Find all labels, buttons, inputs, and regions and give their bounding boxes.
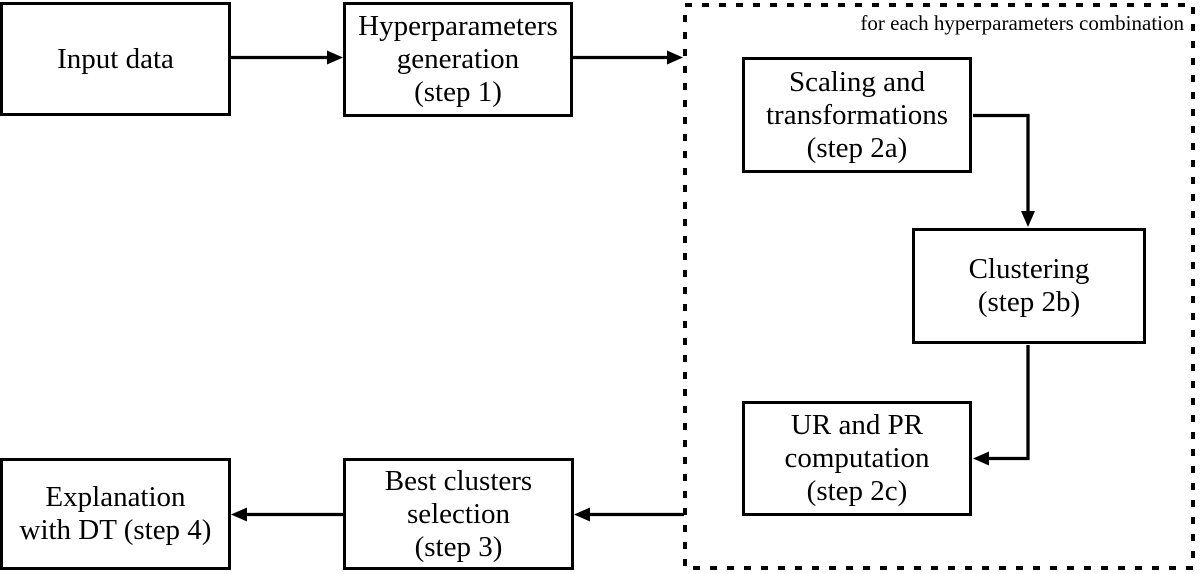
node-step1-line: (step 1) (414, 76, 502, 108)
node-step3-line: selection (406, 497, 511, 530)
node-step3: Best clusters selection (step 3) (343, 458, 574, 570)
node-input-data: Input data (0, 2, 231, 116)
node-step2c: UR and PR computation (step 2c) (742, 401, 972, 516)
node-step1-line: generation (396, 43, 520, 75)
node-step2c-line: (step 2c) (806, 475, 908, 507)
node-step2a-line: Scaling and (788, 65, 926, 98)
node-step4-line: Explanation (45, 481, 186, 513)
node-step2a-line: (step 2a) (806, 131, 908, 164)
node-step2b-line: Clustering (968, 253, 1090, 285)
edge-step2a-to-step2b (973, 113, 1035, 227)
node-step3-line: Best clusters (384, 464, 533, 497)
node-step2b-line: (step 2b) (977, 286, 1081, 318)
node-step1-line: Hyperparameters (358, 10, 558, 42)
node-step1: Hyperparameters generation (step 1) (343, 2, 573, 117)
node-step4: Explanation with DT (step 4) (0, 458, 231, 570)
edge-step2b-to-step2c (973, 345, 1030, 466)
node-step2c-line: computation (784, 442, 930, 474)
node-step4-line: with DT (step 4) (19, 514, 212, 546)
node-step2a-line: transformations (765, 98, 948, 131)
node-step2c-line: UR and PR (790, 409, 924, 441)
node-step2b: Clustering (step 2b) (912, 228, 1146, 344)
node-step3-line: (step 3) (414, 530, 503, 563)
node-input-data-line: Input data (57, 42, 174, 75)
node-step2a: Scaling and transformations (step 2a) (742, 57, 972, 173)
loop-label: for each hyperparameters combination (860, 11, 1184, 35)
